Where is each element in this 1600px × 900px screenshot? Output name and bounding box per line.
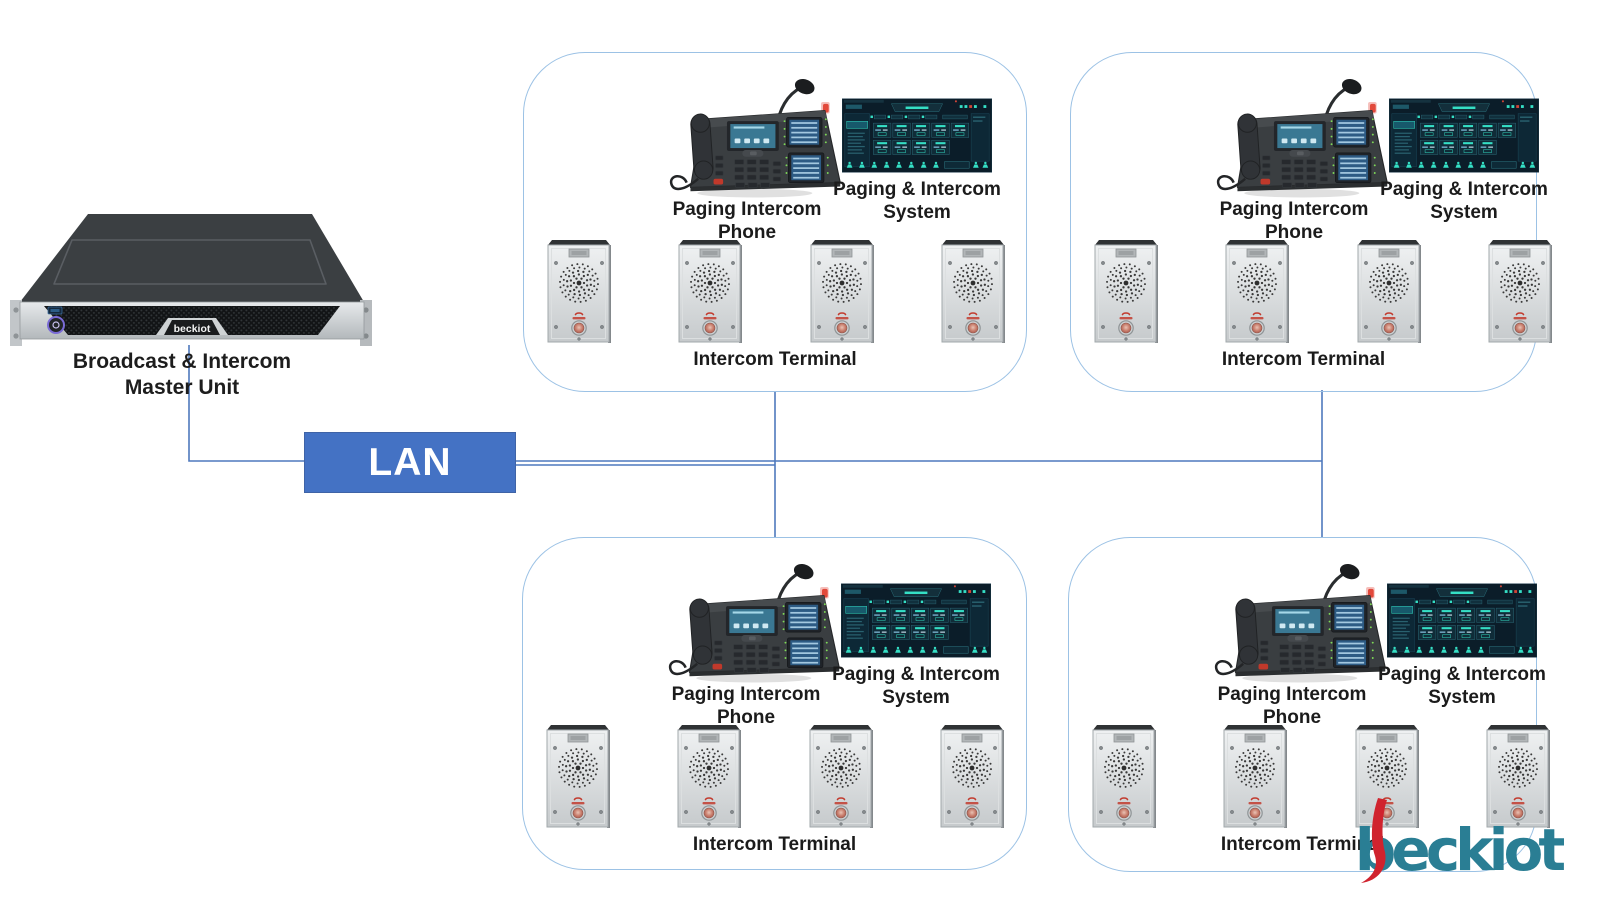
intercom-terminal bbox=[940, 239, 1006, 345]
master-unit-image: beckiot bbox=[10, 204, 372, 352]
master-unit-label-line1: Broadcast & Intercom bbox=[72, 350, 292, 373]
intercom-terminal bbox=[809, 239, 875, 345]
phone-label: Paging Intercom Phone bbox=[672, 199, 822, 243]
brand-logo: beckiot bbox=[1355, 798, 1564, 884]
lan-label: LAN bbox=[368, 440, 452, 484]
terminals-row bbox=[1093, 239, 1553, 345]
intercom-terminal bbox=[1487, 239, 1553, 345]
terminals-row bbox=[546, 239, 1006, 345]
terminal-label: Intercom Terminal bbox=[1220, 834, 1385, 855]
system-label: Paging & Intercom System bbox=[1378, 664, 1546, 708]
terminal-label: Intercom Terminal bbox=[693, 349, 857, 370]
brand-logo-red-swoosh bbox=[1361, 798, 1387, 883]
intercom-terminal bbox=[1091, 724, 1157, 830]
system-label: Paging & Intercom System bbox=[832, 664, 1000, 708]
master-unit-device-logo: beckiot bbox=[174, 323, 211, 335]
master-unit-label-line2: Master Unit bbox=[124, 376, 240, 400]
system-screenshot bbox=[1387, 582, 1537, 659]
intercom-terminal bbox=[808, 724, 874, 830]
phone-label: Paging Intercom Phone bbox=[671, 684, 821, 728]
zone-group-bottom-left: Paging Intercom Phone Paging & Intercom … bbox=[522, 537, 1027, 870]
zone-group-bottom-right: Paging Intercom Phone Paging & Intercom … bbox=[1068, 537, 1537, 872]
system-screenshot bbox=[842, 97, 992, 174]
intercom-terminal bbox=[1224, 239, 1290, 345]
brand-logo-text: beckiot bbox=[1355, 816, 1564, 884]
intercom-terminal bbox=[677, 239, 743, 345]
system-label: Paging & Intercom System bbox=[833, 179, 1001, 223]
terminal-label: Intercom Terminal bbox=[1221, 349, 1386, 370]
intercom-terminal bbox=[939, 724, 1005, 830]
terminals-row bbox=[545, 724, 1005, 830]
system-label: Paging & Intercom System bbox=[1380, 179, 1548, 223]
intercom-terminal bbox=[676, 724, 742, 830]
phone-label: Paging Intercom Phone bbox=[1217, 684, 1367, 728]
phone-label: Paging Intercom Phone bbox=[1219, 199, 1369, 243]
lan-box: LAN bbox=[304, 432, 516, 493]
zone-group-top-right: Paging Intercom Phone Paging & Intercom … bbox=[1070, 52, 1537, 392]
system-screenshot bbox=[1389, 97, 1539, 174]
intercom-terminal bbox=[546, 239, 612, 345]
intercom-terminal bbox=[545, 724, 611, 830]
terminal-label: Intercom Terminal bbox=[692, 834, 857, 855]
system-screenshot bbox=[841, 582, 991, 659]
zone-group-top-left: Paging Intercom Phone Paging & Intercom … bbox=[523, 52, 1027, 392]
master-unit-label: Broadcast & Intercom Master Unit bbox=[28, 349, 336, 401]
intercom-terminal bbox=[1093, 239, 1159, 345]
intercom-terminal bbox=[1356, 239, 1422, 345]
intercom-terminal bbox=[1222, 724, 1288, 830]
